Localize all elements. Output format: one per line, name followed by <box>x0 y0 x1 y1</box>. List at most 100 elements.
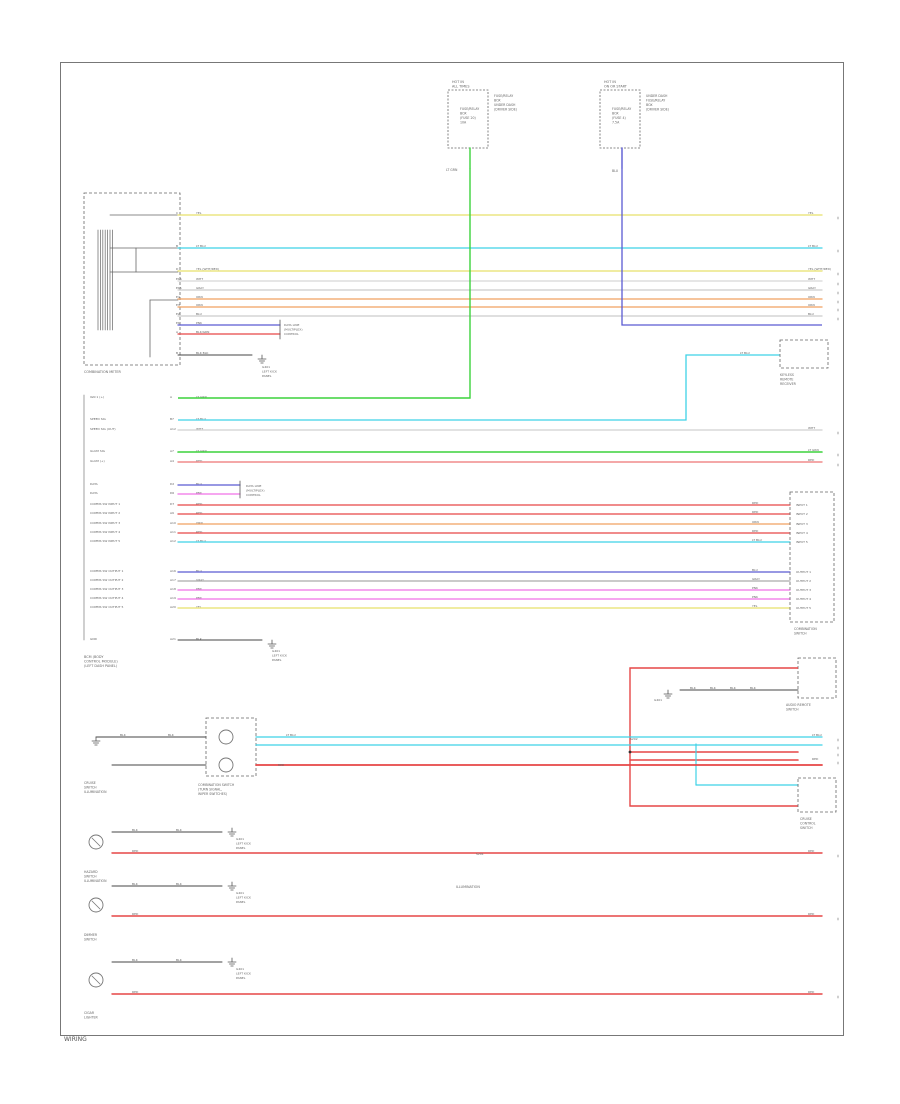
wire-ltgrn-ign <box>178 168 471 399</box>
hazard-right-label: RED <box>808 849 815 853</box>
fuse-right-note: BOX <box>646 103 653 107</box>
bcm-row-label: COMMS SW INPUT 1 <box>90 502 120 506</box>
fuse-left-label: 10A <box>460 121 467 125</box>
sw-wire-label: PNK <box>752 586 759 590</box>
bcm-row-label: COMMS SW OUTPUT 1 <box>90 569 123 573</box>
combination-switch-title: COMBINATION <box>794 627 817 631</box>
cigar-wire-label: BLK <box>132 958 139 962</box>
bcm-wire-label: LT GRN <box>196 395 207 399</box>
bcm-right-label: LT GRN <box>808 448 819 452</box>
fuse-right-label: ON OR START <box>604 85 628 89</box>
fuse-left-note: (DRIVER SIDE) <box>494 108 517 112</box>
sw-pin-label: OUTPUT 4 <box>796 597 811 601</box>
cigar-wire-label: BLK <box>176 958 183 962</box>
cruise-switch-title: CRUISE <box>800 817 812 821</box>
bcm-row-label: COMMS SW INPUT 5 <box>90 539 120 543</box>
sw-wire-label: RED <box>752 501 759 505</box>
combination-switch-ill-title: COMBINATION SWITCH <box>198 783 235 787</box>
cigar-lamp-icon <box>88 972 104 988</box>
dimmer-title: SWITCH <box>84 938 97 942</box>
fuse-right-note: UNDER DASH <box>646 94 668 98</box>
bcm-row-label: ILLUM (+) <box>90 459 105 463</box>
meter-wire-label: PNK <box>196 321 203 325</box>
bcm-pin: A16 <box>170 569 176 573</box>
sw-wire-label: PNK <box>752 595 759 599</box>
right-wire-label: LT BLU <box>812 733 822 737</box>
combination-meter-title: COMBINATION METER <box>84 370 122 374</box>
bcm-row-label: COMMS SW OUTPUT 2 <box>90 578 123 582</box>
cigar-lamp-icon <box>91 975 101 985</box>
bcm-pin: D6 <box>170 491 174 495</box>
bcm-wire-label: RED <box>196 511 203 515</box>
meter-right-label: LT BLU <box>808 244 818 248</box>
combination-switch-title: SWITCH <box>794 632 807 636</box>
combination-switch-ill-title: WIPER SWITCHES) <box>198 792 227 796</box>
bcm-pin: A21 <box>170 637 176 641</box>
bcm-wire-label: RED <box>196 530 203 534</box>
bcm-wire-label: LT GRN <box>196 449 207 453</box>
meter-pin: D <box>176 267 179 271</box>
meter-right-label: WHT <box>808 277 815 281</box>
sw-pin-label: OUTPUT 3 <box>796 588 811 592</box>
meter-pin: E15 <box>176 286 182 290</box>
clock-wire-label: RED <box>278 763 285 767</box>
bcm-wire-label: BLU <box>196 482 202 486</box>
cigar-title: LIGHTER <box>84 1016 99 1020</box>
dimmer-title: DIMMER <box>84 933 98 937</box>
diagram-frame <box>60 62 844 1036</box>
sw-wire-label: RED <box>752 529 759 533</box>
meter-wire-label: YEL <box>196 211 202 215</box>
dimmer-wire-label: BLK <box>176 882 183 886</box>
audio-wire-label: BLK <box>690 686 697 690</box>
wire-label-ltgrn: LT GRN <box>446 168 458 172</box>
dimmer-lamp-icon <box>88 897 104 913</box>
meter-data-note: (MULTIPLEX) <box>284 328 303 332</box>
meter-wire-label: YEL (WHT/RED) <box>196 267 219 271</box>
fuse-right-label: 7.5A <box>612 121 620 125</box>
combination-switch-ill-title: (TURN SIGNAL, <box>198 788 222 792</box>
illumination-label: ILLUMINATION <box>456 885 480 889</box>
splice-dot <box>628 750 632 754</box>
splice-label: S201 <box>476 852 484 856</box>
hazard-lamp-icon <box>88 834 104 850</box>
sw-pin-label: OUTPUT 2 <box>796 579 811 583</box>
bcm-ground-note: G401 <box>272 649 280 653</box>
meter-pin: E1 <box>176 321 180 325</box>
fuse-right-label: HOT IN <box>604 80 616 84</box>
meter-wire-label: WHT <box>196 277 203 281</box>
wire-blu-meter <box>621 168 822 326</box>
fuse-left-label: FUSE/RELAY <box>460 107 479 111</box>
sw-pin-label: OUTPUT 5 <box>796 606 811 610</box>
bcm-row-label: DATA <box>90 482 99 486</box>
meter-right-label: BLU <box>808 312 814 316</box>
bcm-row-label: COMMS SW INPUT 2 <box>90 511 120 515</box>
audio-wire-label: BLK <box>710 686 717 690</box>
bcm-pin: A9 <box>170 511 174 515</box>
dimmer-right-label: RED <box>808 912 815 916</box>
hazard-lamp-icon <box>91 837 101 847</box>
bcm-pin: A11 <box>170 530 176 534</box>
meter-right-label: GRAY <box>808 286 816 290</box>
fuse-left-label: BOX <box>460 112 467 116</box>
fuse-right-label: FUSE/RELAY <box>612 107 631 111</box>
bcm-row-label: ILLUM SIG <box>90 449 106 453</box>
hazard-title: ILLUMINATION <box>84 879 107 883</box>
bcm-pin: D7 <box>170 502 174 506</box>
cigar-wire-label: RED <box>132 990 139 994</box>
bcm-pin: A10 <box>170 521 176 525</box>
fuse-right-note: FUSE/RELAY <box>646 99 665 103</box>
meter-right-label: ORN <box>808 295 815 299</box>
bcm-wire-label: YEL <box>196 605 202 609</box>
meter-data-note: DATA LINE <box>284 323 299 327</box>
keyless-receiver-box <box>779 339 829 369</box>
splice-label: S202 <box>630 737 638 741</box>
audio-remote-title: SWITCH <box>786 708 799 712</box>
bcm-wire-label: PNK <box>196 587 203 591</box>
dimmer-wire-label: RED <box>132 912 139 916</box>
bcm-wire-label: RED <box>196 502 203 506</box>
bcm-pin: A12 <box>170 427 176 431</box>
bcm-wire-label: PNK <box>196 596 203 600</box>
bcm-title: BCM (BODY <box>84 655 104 659</box>
dimmer-wire-label: BLK <box>132 882 139 886</box>
